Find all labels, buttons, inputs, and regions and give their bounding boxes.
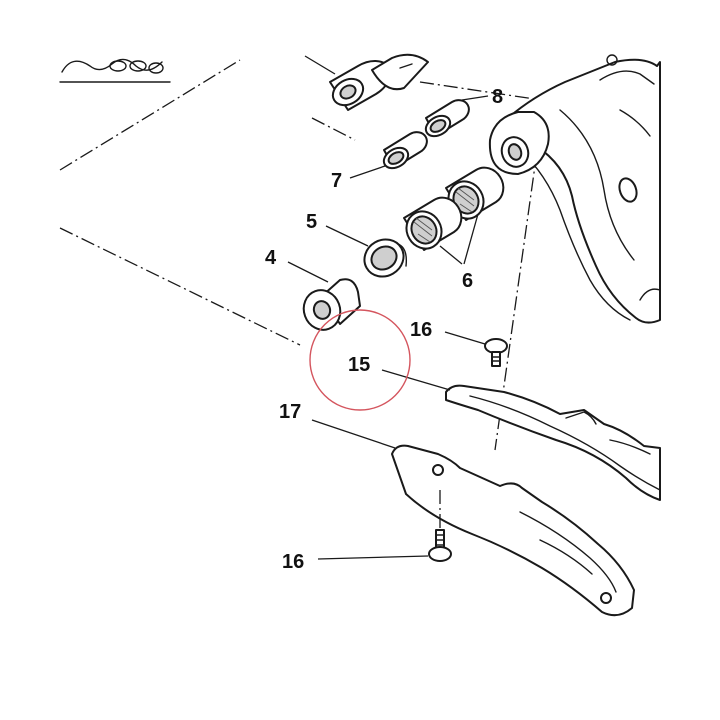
part-15-body bbox=[445, 384, 661, 501]
part-15-guide-plate bbox=[381, 369, 661, 501]
callout-15: 15 bbox=[348, 354, 370, 376]
callout-8: 8 bbox=[492, 86, 503, 108]
part-6-leader-a bbox=[439, 245, 463, 265]
guide-line-upper bbox=[59, 59, 241, 171]
frame-rivet bbox=[606, 54, 618, 66]
part-17-body bbox=[391, 444, 635, 617]
frame-inner-line bbox=[559, 109, 635, 261]
part-17-rib-2 bbox=[539, 539, 593, 575]
callout-17: 17 bbox=[279, 401, 301, 423]
part-16-upper-head bbox=[484, 338, 508, 354]
callout-6: 6 bbox=[462, 270, 473, 292]
guide-line-lower bbox=[59, 227, 301, 346]
part-16-lower-leader bbox=[317, 555, 429, 560]
upper-housing bbox=[371, 53, 429, 91]
part-15-rib bbox=[469, 395, 661, 491]
frame-edge-line bbox=[519, 149, 631, 321]
part-16-screw-lower bbox=[317, 490, 452, 562]
part-15-leader bbox=[381, 369, 451, 391]
part-8-bushing bbox=[424, 95, 489, 138]
part-6-bearing-upper bbox=[445, 166, 505, 221]
top-bushing-leader bbox=[304, 55, 336, 75]
callout-7: 7 bbox=[331, 170, 342, 192]
part-6-upper-hatch bbox=[455, 187, 475, 213]
frame-ridge-2 bbox=[619, 109, 651, 137]
callout-4: 4 bbox=[265, 247, 277, 269]
part-5-inner bbox=[370, 245, 398, 271]
part-4-leader bbox=[287, 261, 329, 283]
part-17-rib bbox=[519, 511, 617, 593]
callout-15-highlight-ring bbox=[309, 309, 411, 411]
part-16-screw-upper bbox=[444, 331, 508, 367]
part-17-hole-1 bbox=[432, 464, 444, 476]
pivot-boss bbox=[488, 111, 550, 175]
part-17-leader bbox=[311, 419, 396, 449]
frame-slot bbox=[618, 177, 638, 203]
part-6-bearings bbox=[403, 166, 505, 265]
part-7-bore bbox=[387, 151, 405, 165]
upper-housing-detail bbox=[399, 63, 413, 69]
fragment-hole-3 bbox=[148, 62, 164, 74]
part-8-leader bbox=[461, 95, 489, 101]
frame-top-ridge bbox=[599, 70, 655, 85]
pivot-boss-bore bbox=[507, 143, 523, 161]
part-6-lower-hatch bbox=[413, 217, 433, 243]
part-7-leader bbox=[349, 165, 386, 179]
part-15-edge bbox=[609, 439, 651, 455]
steering-frame bbox=[494, 54, 661, 324]
part-6-bearing-lower bbox=[403, 196, 463, 251]
part-6-leader-b bbox=[463, 213, 479, 265]
part-17-hole-2 bbox=[600, 592, 612, 604]
part-8-bore bbox=[429, 119, 447, 133]
part-5-thickness bbox=[397, 243, 408, 267]
guide-line-bushing bbox=[311, 117, 356, 141]
part-4-flanged-bushing bbox=[287, 261, 361, 331]
part-5-leader bbox=[325, 225, 369, 247]
callout-5: 5 bbox=[306, 211, 317, 233]
upper-housing-body bbox=[371, 53, 429, 91]
part-16-upper-shank bbox=[491, 351, 501, 367]
frame-lower-edge bbox=[639, 288, 661, 301]
top-bushing bbox=[304, 55, 392, 111]
part-5-ring bbox=[325, 225, 408, 278]
callout-16-top: 16 bbox=[410, 319, 432, 341]
part-4-bore bbox=[312, 300, 332, 320]
part-15-tab bbox=[565, 411, 597, 425]
callout-16-bottom: 16 bbox=[282, 551, 304, 573]
part-7-bushing bbox=[349, 131, 428, 179]
fragment-hole-2 bbox=[129, 60, 147, 72]
part-16-lower-head bbox=[428, 546, 452, 562]
top-bushing-bore bbox=[339, 84, 357, 100]
part-4-sleeve bbox=[321, 278, 361, 325]
fragment-hole-1 bbox=[109, 60, 127, 72]
part-16-upper-leader bbox=[444, 331, 486, 345]
upper-left-fragment bbox=[59, 58, 171, 83]
part-17-guide-plate bbox=[311, 419, 635, 617]
